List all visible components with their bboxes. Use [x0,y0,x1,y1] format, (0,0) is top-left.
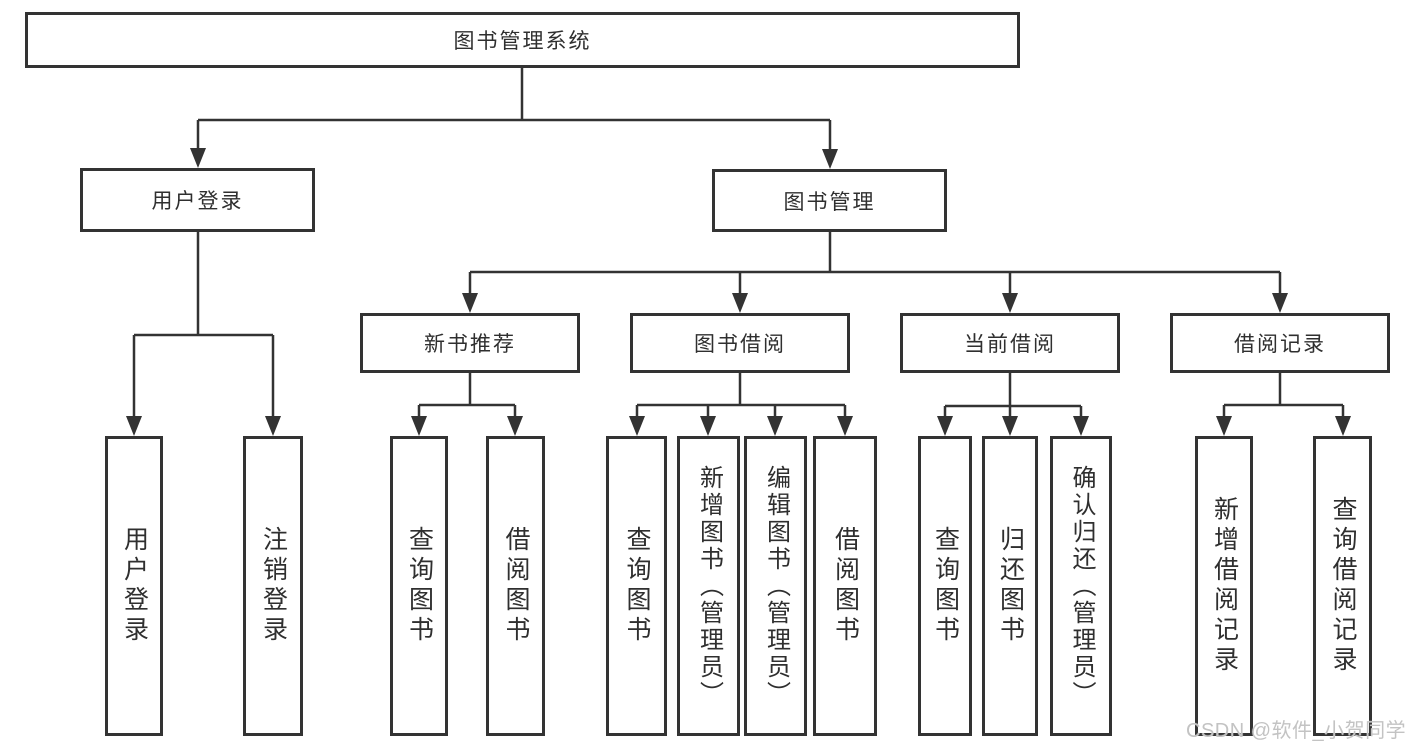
leaf-borrow-book-recommend-label: 借阅图书 [502,526,530,646]
arrowhead [767,416,783,436]
arrowhead [822,149,838,169]
leaf-edit-book-admin-label: 编辑图书（管理员） [762,464,790,708]
arrowhead [190,148,206,168]
leaf-query-book-recommend: 查询图书 [390,436,448,736]
leaf-query-book-current-label: 查询图书 [931,526,960,646]
arrowhead [629,416,645,436]
node-current-borrow-label: 当前借阅 [964,333,1056,356]
watermark: CSDN @软件_小贺同学 [1186,720,1405,742]
arrowhead [1002,293,1018,313]
leaf-add-borrow-record: 新增借阅记录 [1195,436,1253,736]
arrowhead [1073,416,1089,436]
leaf-query-book-current: 查询图书 [918,436,972,736]
node-user-login-label: 用户登录 [151,190,244,213]
leaf-user-login: 用户登录 [105,436,163,736]
leaf-query-book-recommend-label: 查询图书 [405,526,434,646]
leaf-return-book: 归还图书 [982,436,1038,736]
arrowhead [126,416,142,436]
node-root-label: 图书管理系统 [453,30,592,53]
node-book-borrow-label: 图书借阅 [694,333,786,356]
node-current-borrow: 当前借阅 [900,313,1120,373]
arrowhead [837,416,853,436]
leaf-add-book-admin-label: 新增图书（管理员） [695,464,723,708]
leaf-logout: 注销登录 [243,436,303,736]
arrowhead [462,293,478,313]
leaf-confirm-return-admin-label: 确认归还（管理员） [1068,464,1095,708]
leaf-add-book-admin: 新增图书（管理员） [677,436,740,736]
leaf-user-login-label: 用户登录 [120,526,149,646]
leaf-confirm-return-admin: 确认归还（管理员） [1050,436,1112,736]
arrowheads [126,148,1351,436]
connector-stems [132,68,1345,420]
node-borrow-records: 借阅记录 [1170,313,1390,373]
arrowhead [700,416,716,436]
arrowhead [732,293,748,313]
arrowhead [1272,293,1288,313]
node-new-book-recommend-label: 新书推荐 [424,333,516,356]
node-new-book-recommend: 新书推荐 [360,313,580,373]
node-root: 图书管理系统 [25,12,1020,68]
leaf-query-book-borrow: 查询图书 [606,436,667,736]
node-user-login: 用户登录 [80,168,315,232]
arrowhead [1335,416,1351,436]
leaf-edit-book-admin: 编辑图书（管理员） [744,436,807,736]
arrowhead [411,416,427,436]
leaf-query-borrow-record: 查询借阅记录 [1313,436,1372,736]
arrowhead [507,416,523,436]
leaf-borrow-book-label: 借阅图书 [831,526,860,646]
node-book-borrow: 图书借阅 [630,313,850,373]
arrowhead [937,416,953,436]
leaf-return-book-label: 归还图书 [996,526,1025,646]
node-book-management: 图书管理 [712,169,947,232]
arrowhead [265,416,281,436]
leaf-add-borrow-record-label: 新增借阅记录 [1210,496,1239,676]
arrowhead [1216,416,1232,436]
arrowhead [1002,416,1018,436]
leaf-borrow-book: 借阅图书 [813,436,877,736]
leaf-logout-label: 注销登录 [259,526,288,646]
leaf-query-borrow-record-label: 查询借阅记录 [1329,496,1357,676]
leaf-query-book-borrow-label: 查询图书 [623,526,651,646]
node-borrow-records-label: 借阅记录 [1234,333,1326,356]
leaf-borrow-book-recommend: 借阅图书 [486,436,545,736]
node-book-management-label: 图书管理 [783,190,876,214]
